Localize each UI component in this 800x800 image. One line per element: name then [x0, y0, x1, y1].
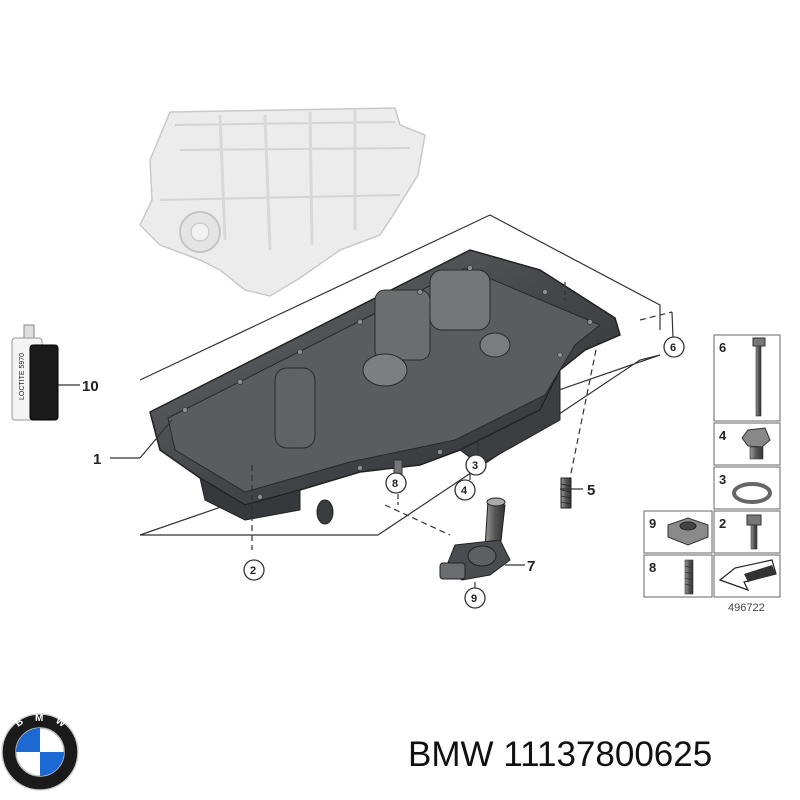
legend-part-4-plug: [741, 427, 771, 460]
callout-1: 1: [93, 451, 101, 468]
legend-part-6-bolt: [752, 337, 766, 417]
legend-label-6: 6: [719, 340, 726, 355]
diagram-image-number: 496722: [728, 602, 765, 614]
callout-7: 7: [527, 558, 535, 575]
dowel-pin-illustration: [393, 459, 403, 475]
callout-5: 5: [587, 482, 595, 499]
brand-part-number: BMW 11137800625: [408, 735, 713, 774]
legend-part-9-nut: [667, 517, 709, 546]
legend-label-2: 2: [719, 516, 726, 531]
legend-part-3-seal-ring: [732, 482, 772, 504]
legend-label-8: 8: [649, 560, 656, 575]
oil-pan-illustration: [149, 249, 621, 525]
leader-lines: [58, 384, 583, 588]
callout-3: 3: [472, 460, 478, 472]
callout-4: 4: [461, 485, 468, 497]
legend-direction-arrow-icon: [718, 559, 777, 592]
legend-part-2-bolt: [746, 514, 762, 550]
sealant-tube-illustration: LOCTITE 5970: [11, 324, 59, 421]
bmw-logo: B M W: [1, 713, 79, 791]
legend-label-4: 4: [719, 428, 727, 443]
circled-callouts: [243, 336, 685, 609]
callout-8: 8: [392, 478, 398, 490]
stud-illustration: [560, 477, 572, 509]
legend-label-9: 9: [649, 516, 656, 531]
tube-label: LOCTITE 5970: [19, 353, 26, 400]
oil-level-sensor-illustration: [439, 497, 511, 581]
callout-9: 9: [471, 593, 477, 605]
legend-label-3: 3: [719, 472, 726, 487]
callout-6: 6: [670, 342, 676, 354]
callout-10: 10: [82, 378, 99, 395]
legend-part-8-stud: [684, 559, 694, 595]
engine-block-illustration: [139, 107, 426, 297]
svg-text:M: M: [35, 713, 43, 724]
callout-2: 2: [250, 565, 256, 577]
